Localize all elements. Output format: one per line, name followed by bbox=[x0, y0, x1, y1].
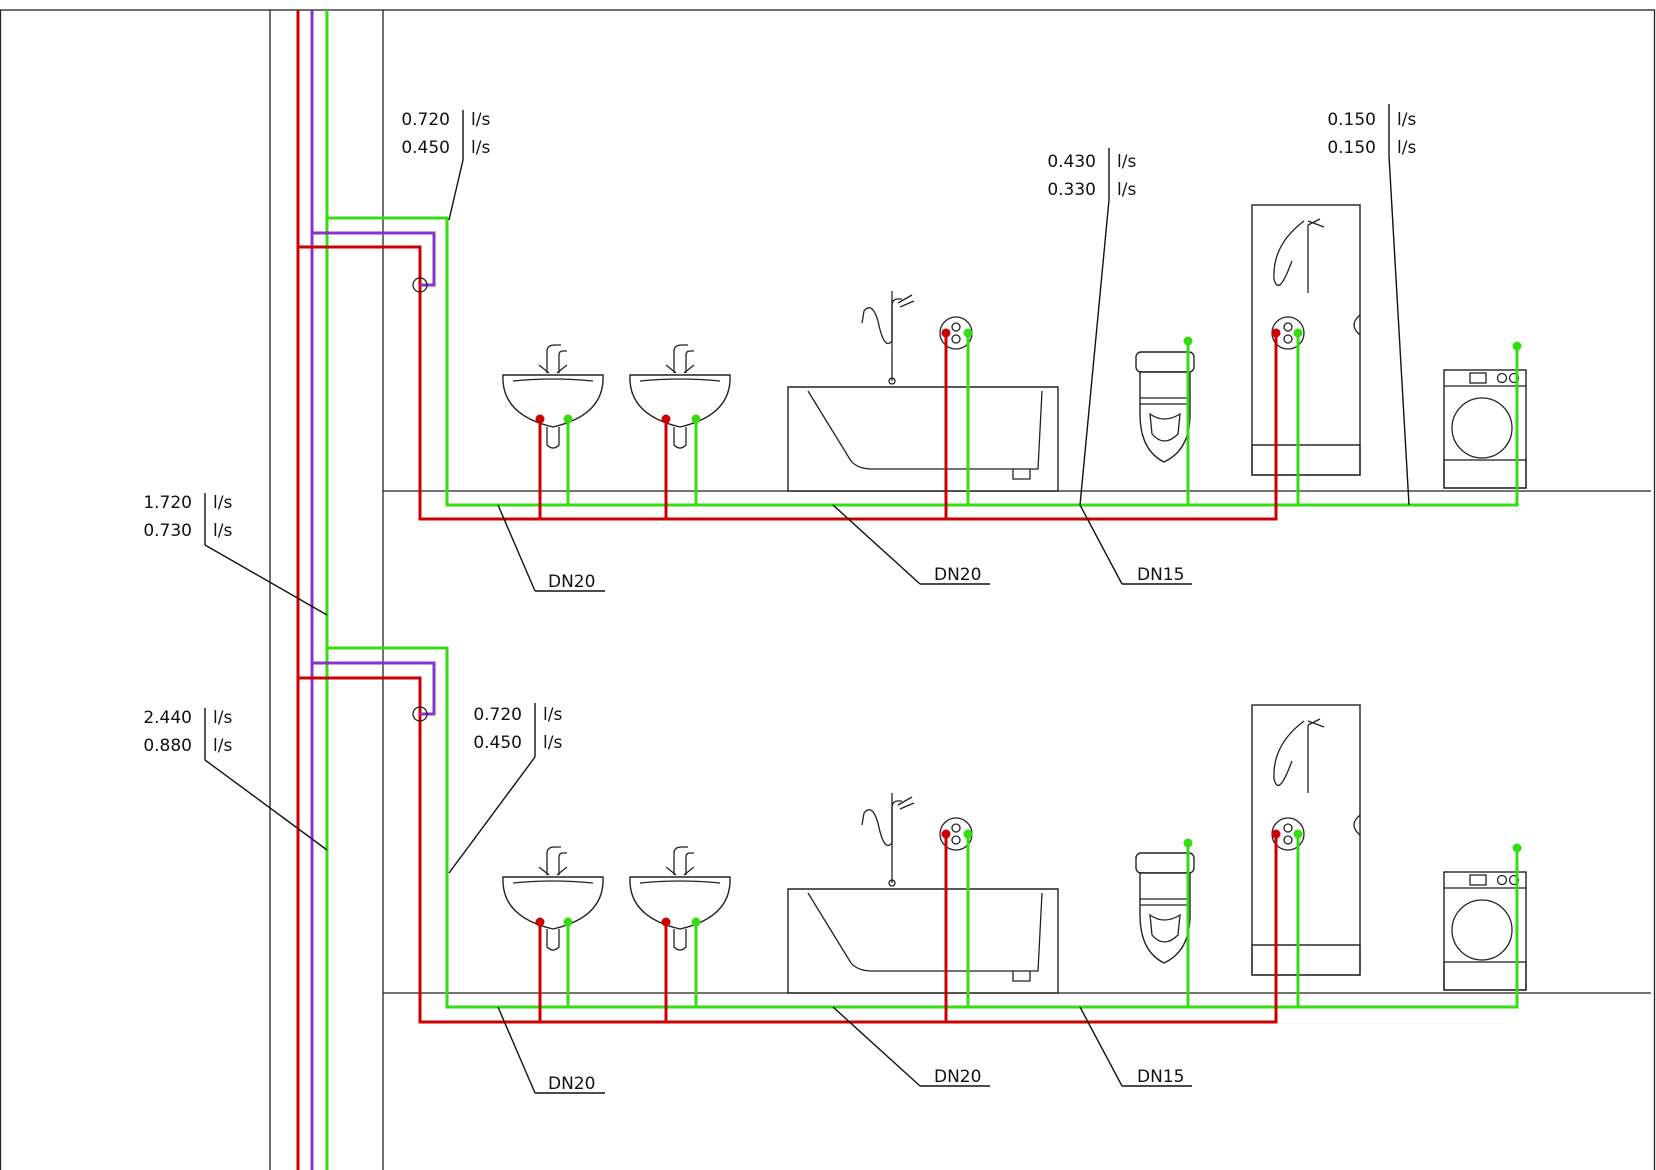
flow-unit: l/s bbox=[543, 705, 562, 725]
lower-fixtures bbox=[502, 704, 1527, 994]
flow-unit: l/s bbox=[1117, 180, 1136, 200]
flow-unit: l/s bbox=[213, 493, 232, 513]
upper-hot-branch bbox=[298, 245, 1278, 521]
flow-unit: l/s bbox=[1397, 138, 1416, 158]
lower-circulation-branch bbox=[312, 661, 436, 716]
flow-label-upper-end: 0.150 0.150 l/s l/s bbox=[1327, 110, 1416, 158]
washbasin-icon bbox=[629, 344, 731, 449]
flow-unit: l/s bbox=[1117, 152, 1136, 172]
flow-label-upper-toilet: 0.430 0.330 l/s l/s bbox=[1047, 152, 1136, 200]
flow-label-upper-riser-branch: 0.720 0.450 l/s l/s bbox=[401, 110, 490, 158]
flow-value-2: 0.450 bbox=[401, 138, 450, 158]
flow-value-1: 0.150 bbox=[1327, 110, 1376, 130]
pipe-size-label: DN15 bbox=[1137, 1067, 1184, 1087]
shower-cabinet-icon bbox=[1251, 204, 1361, 476]
washing-machine-icon bbox=[1443, 871, 1527, 991]
flow-label-lower-riser-branch: 0.720 0.450 l/s l/s bbox=[473, 705, 562, 753]
pipe-size-label: DN20 bbox=[934, 565, 981, 585]
lower-hot-branch bbox=[298, 676, 1278, 1024]
flow-unit: l/s bbox=[213, 521, 232, 541]
washbasin-icon bbox=[502, 846, 604, 951]
flow-label-riser-lower: 2.440 0.880 l/s l/s bbox=[143, 708, 232, 756]
flow-value-2: 0.330 bbox=[1047, 180, 1096, 200]
lower-pipework bbox=[298, 646, 1522, 1024]
shower-cabinet-icon bbox=[1251, 704, 1361, 976]
flow-value-2: 0.450 bbox=[473, 733, 522, 753]
flow-value-1: 1.720 bbox=[143, 493, 192, 513]
lower-cold-branch bbox=[327, 646, 1519, 1009]
flow-unit: l/s bbox=[471, 138, 490, 158]
bathtub-icon bbox=[787, 792, 1059, 994]
flow-value-1: 2.440 bbox=[143, 708, 192, 728]
washbasin-icon bbox=[629, 846, 731, 951]
pipe-size-label: DN20 bbox=[934, 1067, 981, 1087]
upper-cold-branch bbox=[327, 216, 1519, 507]
washing-machine-icon bbox=[1443, 369, 1527, 489]
vertical-risers bbox=[296, 10, 329, 1170]
flow-value-2: 0.730 bbox=[143, 521, 192, 541]
flow-value-1: 0.430 bbox=[1047, 152, 1096, 172]
flow-unit: l/s bbox=[1397, 110, 1416, 130]
upper-circulation-branch bbox=[312, 231, 436, 287]
toilet-icon bbox=[1135, 351, 1195, 463]
pipe-size-label: DN15 bbox=[1137, 565, 1184, 585]
flow-unit: l/s bbox=[213, 736, 232, 756]
flow-unit: l/s bbox=[471, 110, 490, 130]
upper-pipework bbox=[298, 216, 1522, 521]
bathtub-icon bbox=[787, 290, 1059, 492]
flow-unit: l/s bbox=[213, 708, 232, 728]
riser-shaft bbox=[269, 10, 384, 1170]
flow-value-1: 0.720 bbox=[473, 705, 522, 725]
upper-fixtures bbox=[502, 204, 1527, 492]
drawing-frame bbox=[0, 9, 1656, 1170]
flow-value-1: 0.720 bbox=[401, 110, 450, 130]
flow-value-2: 0.150 bbox=[1327, 138, 1376, 158]
toilet-icon bbox=[1135, 852, 1195, 964]
washbasin-icon bbox=[502, 344, 604, 449]
pipe-size-label: DN20 bbox=[548, 572, 595, 592]
flow-value-2: 0.880 bbox=[143, 736, 192, 756]
flow-unit: l/s bbox=[543, 733, 562, 753]
pipe-size-label: DN20 bbox=[548, 1074, 595, 1094]
flow-label-riser-upper: 1.720 0.730 l/s l/s bbox=[143, 493, 232, 541]
leader-lines bbox=[204, 104, 1410, 1094]
